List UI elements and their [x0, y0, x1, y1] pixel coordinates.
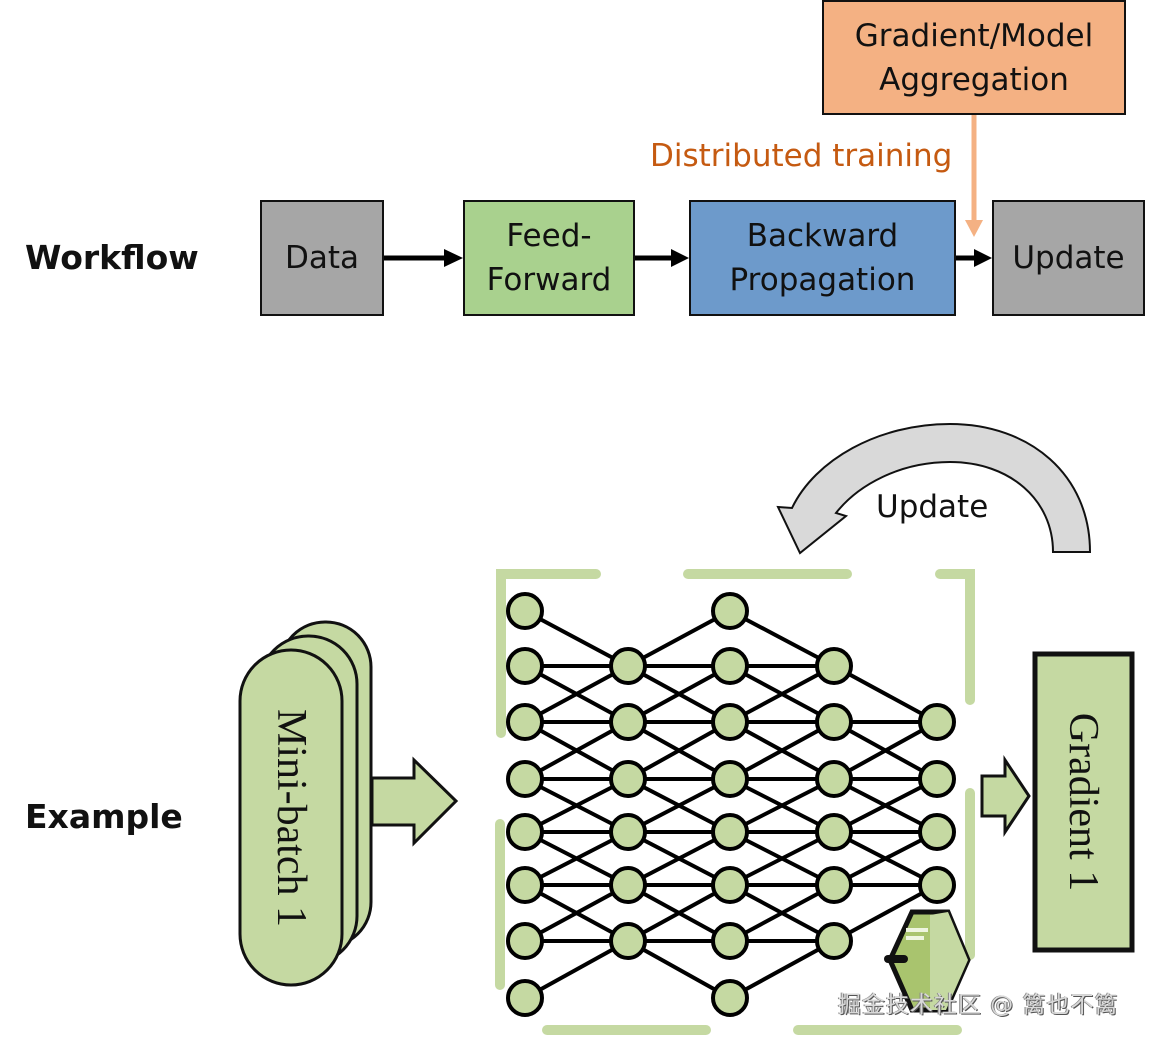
- network-edge: [729, 883, 835, 943]
- network-node: [815, 760, 853, 798]
- network-node: [815, 922, 853, 960]
- workflow-label: Workflow: [25, 238, 199, 277]
- network-node: [609, 813, 647, 851]
- network-edge: [729, 777, 835, 834]
- network-node: [506, 760, 544, 798]
- network-node: [918, 813, 956, 851]
- network-edge: [729, 609, 835, 668]
- network-edge: [524, 664, 629, 724]
- step-data-box: Data: [260, 200, 384, 316]
- network-node: [815, 703, 853, 741]
- step-update-text: Update: [1012, 240, 1125, 276]
- network-node: [506, 866, 544, 904]
- aggregation-line2: Aggregation: [879, 61, 1069, 98]
- step-backward-line2: Propagation: [729, 262, 916, 298]
- network-node: [711, 760, 749, 798]
- network-edge: [627, 664, 731, 724]
- network-node: [815, 813, 853, 851]
- step-feed-forward-line1: Feed-: [506, 218, 592, 254]
- step-backward-line1: Backward: [746, 218, 899, 254]
- update-arrow-label: Update: [876, 489, 989, 525]
- network-node: [711, 647, 749, 685]
- network-edge: [833, 830, 938, 887]
- network-node: [506, 979, 544, 1017]
- distributed-training-label: Distributed training: [650, 138, 953, 174]
- network-edge: [524, 720, 629, 781]
- logo-icon: [884, 909, 971, 1013]
- step-update-box: Update: [992, 200, 1145, 316]
- network-node: [711, 703, 749, 741]
- network-node: [609, 922, 647, 960]
- network-node: [506, 647, 544, 685]
- network-edge: [729, 830, 835, 887]
- network-edge: [627, 939, 731, 1000]
- network-node: [506, 703, 544, 741]
- step-data-text: Data: [284, 240, 360, 276]
- example-label: Example: [25, 797, 183, 836]
- network-edge: [729, 664, 835, 724]
- network-edge: [627, 830, 731, 887]
- network-edge: [833, 883, 938, 943]
- minibatch-label: Mini-batch 1: [268, 708, 314, 928]
- network-edge: [524, 883, 629, 943]
- network-edge: [524, 609, 629, 668]
- aggregation-line1: Gradient/Model: [854, 17, 1094, 54]
- network-node: [918, 760, 956, 798]
- network-node: [609, 703, 647, 741]
- network-node: [815, 866, 853, 904]
- minibatch-stack: [238, 620, 373, 987]
- network-edge: [833, 664, 938, 724]
- network-node: [506, 592, 544, 630]
- step-feed-forward-line2: Forward: [486, 262, 612, 298]
- network-node: [918, 866, 956, 904]
- step-feed-forward-box: Feed- Forward: [463, 200, 635, 316]
- network-to-gradient-arrow-icon: [980, 755, 1031, 837]
- network-node: [609, 760, 647, 798]
- network-node: [815, 647, 853, 685]
- network-node: [918, 703, 956, 741]
- network-node: [711, 922, 749, 960]
- gradient-box: [1032, 651, 1135, 953]
- network-node: [711, 813, 749, 851]
- network-edge: [524, 777, 629, 834]
- network-edge: [627, 777, 731, 834]
- network-edge: [833, 777, 938, 834]
- network-node: [609, 866, 647, 904]
- network-edge: [627, 883, 731, 943]
- network-edge: [729, 720, 835, 781]
- network-node: [609, 647, 647, 685]
- network-edge: [524, 830, 629, 887]
- network-node: [711, 979, 749, 1017]
- network-edge: [627, 609, 731, 668]
- network-edge: [833, 720, 938, 781]
- step-backward-propagation-box: Backward Propagation: [689, 200, 956, 316]
- watermark: 掘金技术社区 @ 篱也不篱: [838, 992, 1119, 1018]
- network-node: [711, 866, 749, 904]
- minibatch-to-network-arrow-icon: [370, 756, 459, 847]
- network-node: [506, 813, 544, 851]
- network-nodes: [506, 592, 956, 1017]
- network-edge: [627, 720, 731, 781]
- network-frame: [495, 569, 975, 1035]
- gradient-label: Gradient 1: [1060, 712, 1106, 892]
- update-curved-arrow-icon: [776, 422, 1092, 555]
- network-edge: [729, 939, 835, 1000]
- aggregation-box: Gradient/Model Aggregation: [822, 0, 1126, 115]
- network-edge: [524, 939, 629, 1000]
- network-node: [711, 592, 749, 630]
- network-node: [506, 922, 544, 960]
